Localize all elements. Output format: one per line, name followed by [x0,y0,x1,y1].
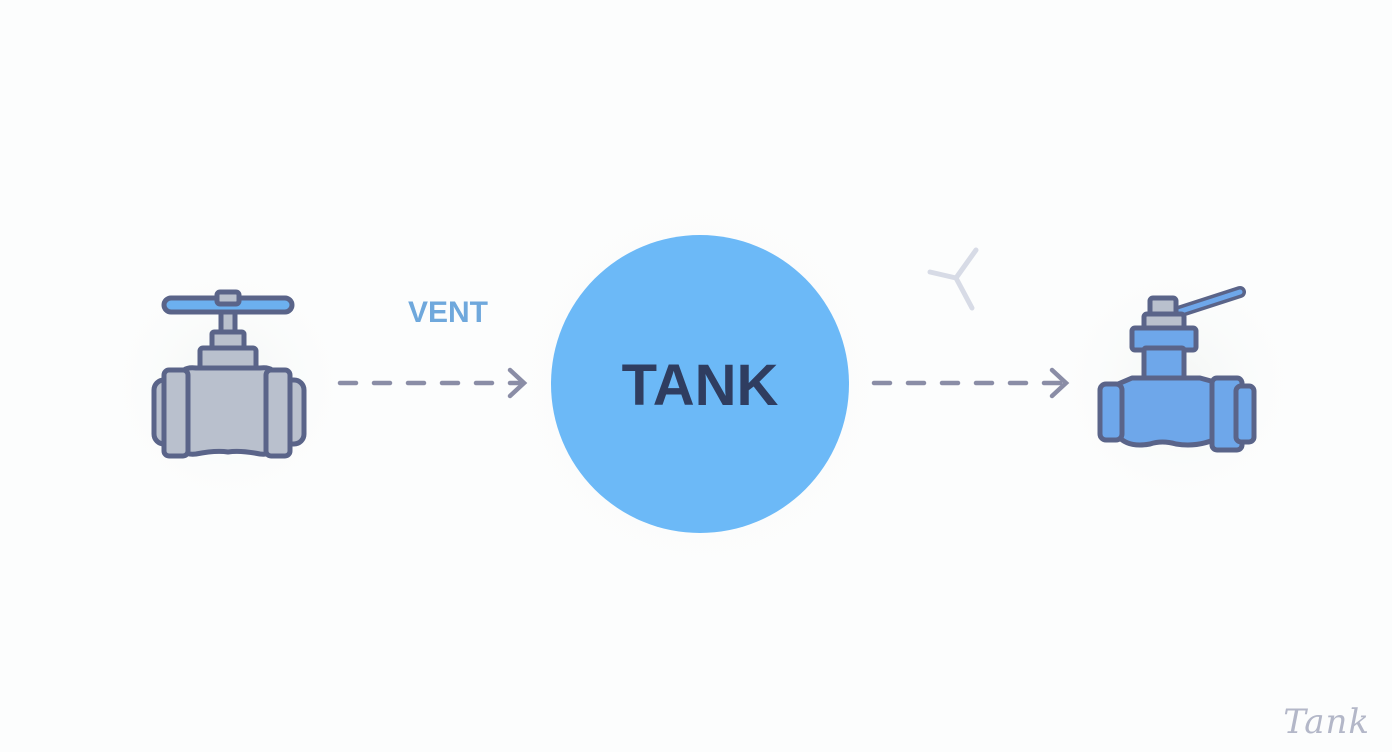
vent-label: VENT [408,296,488,329]
globe-valve-icon [151,289,307,459]
fan-icon [927,247,979,311]
tank-circle [551,235,849,533]
tank-label: TANK [622,353,779,418]
right-flow-arrow [871,367,1070,399]
ball-valve-icon [1097,286,1257,453]
watermark-logo: Tank [1283,702,1370,742]
left-flow-arrow [337,367,528,399]
